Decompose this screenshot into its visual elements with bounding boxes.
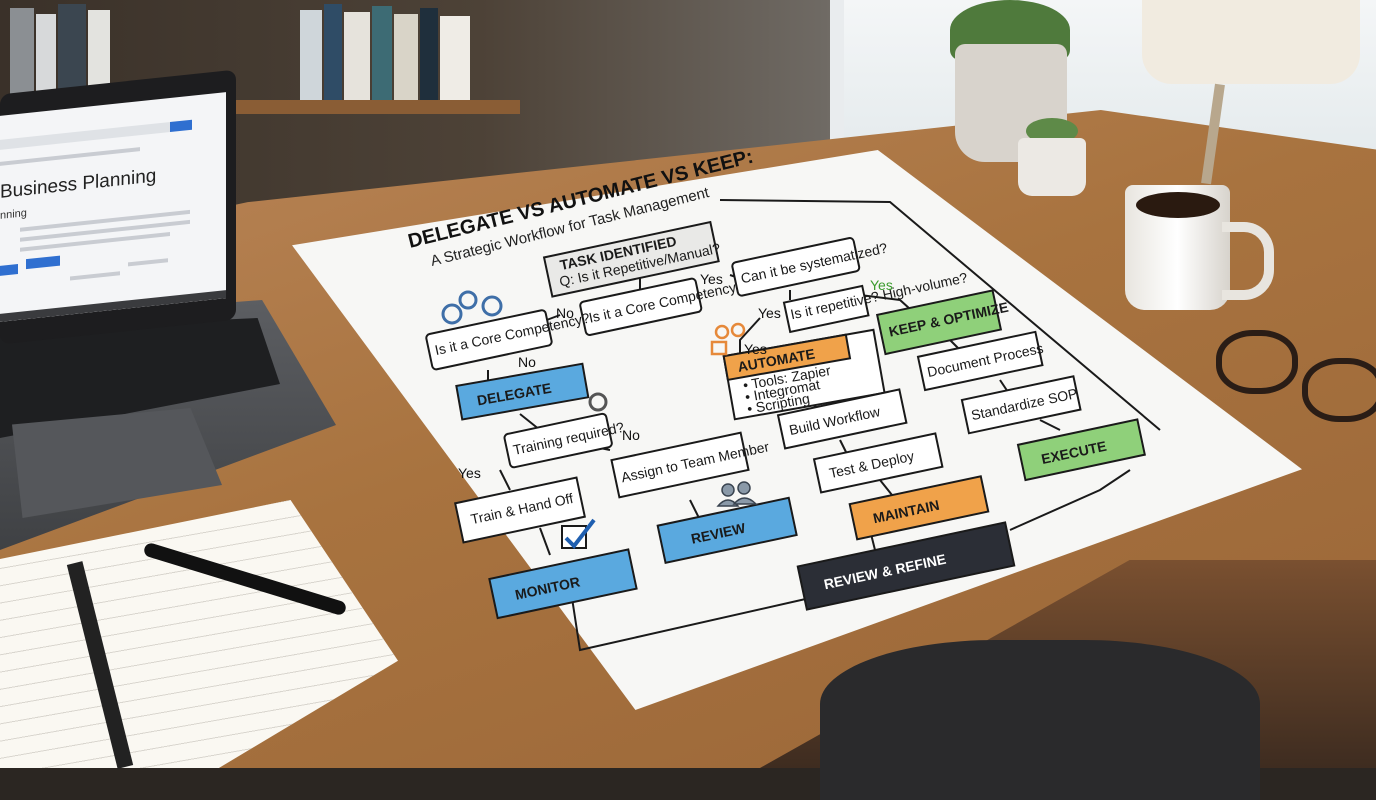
node-standardize-sop: Standardize SOP bbox=[960, 375, 1082, 435]
label-no-1: No bbox=[556, 305, 574, 321]
node-can-be-systematized: Can it be systematized? bbox=[731, 237, 889, 297]
node-test-deploy: Test & Deploy bbox=[812, 432, 944, 494]
label-yes-3: Yes bbox=[758, 305, 781, 321]
label-yes-1: Yes bbox=[700, 271, 723, 287]
node-monitor: MONITOR bbox=[488, 548, 638, 620]
node-train-hand-off: Train & Hand Off bbox=[454, 476, 586, 544]
gears-icon bbox=[441, 290, 503, 325]
mug-handle bbox=[1222, 222, 1274, 300]
coffee bbox=[1136, 192, 1220, 218]
node-automate: AUTOMATE • Tools: Zapier • Integromat • … bbox=[722, 328, 886, 421]
node-review: REVIEW bbox=[656, 496, 798, 565]
gear-icon bbox=[588, 392, 608, 412]
label-yes-5: Yes bbox=[458, 465, 481, 481]
succulent-pot bbox=[1018, 138, 1086, 196]
books-row-left bbox=[0, 0, 180, 100]
node-delegate: DELEGATE bbox=[455, 362, 590, 421]
node-review-refine: REVIEW & REFINE bbox=[796, 521, 1016, 611]
flowchart-diagram: DELEGATE VS AUTOMATE VS KEEP: A Strategi… bbox=[406, 146, 1161, 652]
checkbox-check-icon bbox=[561, 518, 596, 550]
books-row bbox=[300, 0, 510, 100]
node-maintain: MAINTAIN bbox=[848, 475, 990, 541]
people-network-icon bbox=[710, 322, 746, 356]
node-build-workflow: Build Workflow bbox=[776, 388, 908, 450]
bookshelf-board bbox=[180, 100, 520, 114]
label-yes-4: Yes bbox=[744, 341, 767, 357]
label-no-2: No bbox=[518, 354, 536, 370]
node-task-identified: TASK IDENTIFIED Q: Is it Repetitive/Manu… bbox=[542, 220, 722, 298]
lamp-shade bbox=[1142, 0, 1360, 84]
label-no-3: No bbox=[622, 427, 640, 443]
node-execute: EXECUTE bbox=[1016, 418, 1146, 482]
label-yes-2: Yes bbox=[870, 277, 893, 293]
eyeglasses bbox=[1210, 318, 1376, 428]
node-training-required: Training required? bbox=[503, 412, 626, 469]
team-people-icon bbox=[716, 481, 758, 507]
